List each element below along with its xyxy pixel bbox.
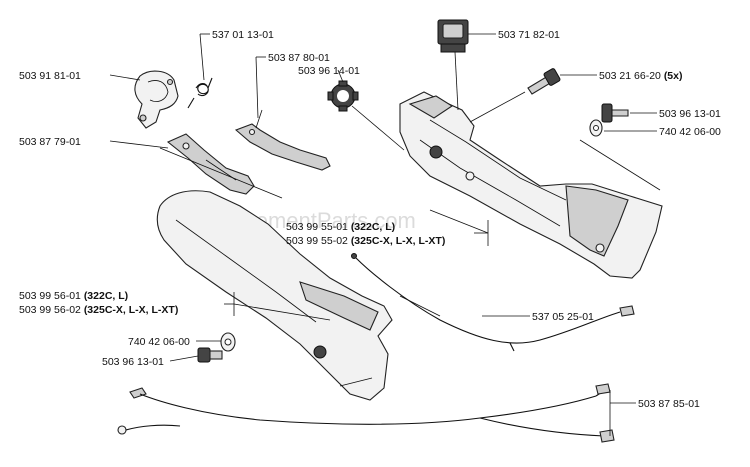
label-740-42-06-00-right: 740 42 06-00 [659,126,721,138]
label-503-99-55-01: 503 99 55-01 (322C, L) [286,221,395,233]
part-labels: 537 01 13-01 503 87 80-01 503 96 14-01 5… [19,29,721,410]
label-503-99-56-01: 503 99 56-01 (322C, L) [19,290,128,302]
label-503-87-85-01: 503 87 85-01 [638,398,700,410]
nut-part[interactable] [327,80,359,112]
label-503-99-55-02: 503 99 55-02 (325C-X, L-X, L-XT) [286,235,445,247]
label-537-01-13-01: 537 01 13-01 [212,29,274,41]
label-503-21-66-20: 503 21 66-20 (5x) [599,70,683,82]
screw-part[interactable] [197,347,223,363]
label-503-71-82-01: 503 71 82-01 [498,29,560,41]
label-503-99-56-02: 503 99 56-02 (325C-X, L-X, L-XT) [19,304,178,316]
label-503-91-81-01: 503 91 81-01 [19,70,81,82]
screw-part[interactable] [527,68,561,95]
screw-part[interactable] [601,103,629,123]
label-503-96-13-01-right: 503 96 13-01 [659,108,721,120]
washer-part[interactable] [589,119,603,137]
clamp-part[interactable] [134,70,179,129]
spring-part[interactable] [187,77,213,109]
label-537-05-25-01: 537 05 25-01 [532,311,594,323]
label-503-87-79-01: 503 87 79-01 [19,136,81,148]
washer-part[interactable] [220,332,236,352]
label-740-42-06-00-left: 740 42 06-00 [128,336,190,348]
throttle-cable-part[interactable] [351,253,635,352]
label-503-96-13-01-left: 503 96 13-01 [102,356,164,368]
handle-right-half-part[interactable] [399,91,663,279]
label-503-87-80-01: 503 87 80-01 [268,52,330,64]
lockout-lever-part[interactable] [166,133,255,195]
handle-left-half-part[interactable] [156,190,393,401]
leader-lines [109,33,661,436]
throttle-trigger-part[interactable] [234,109,331,171]
switch-part[interactable] [437,19,469,53]
wire-harness-part[interactable] [117,383,615,443]
label-503-96-14-01: 503 96 14-01 [298,65,360,77]
